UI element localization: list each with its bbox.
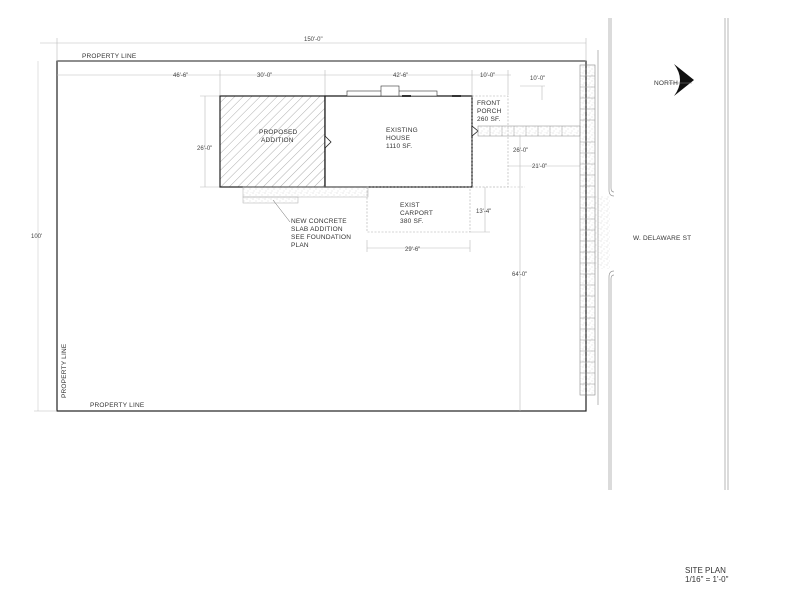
street-name-label: W. DELAWARE ST <box>633 235 691 242</box>
dim-walk-offset: 26'-0" <box>513 148 528 154</box>
drawing-scale: 1/16" = 1'-0" <box>685 575 729 584</box>
dim-overall-width: 150'-0" <box>304 37 323 43</box>
front-porch-label-2: PORCH <box>477 108 502 115</box>
carport-label: EXIST <box>400 202 420 209</box>
proposed-addition <box>219 95 326 188</box>
dim-house-depth: 26'-0" <box>197 146 212 152</box>
property-line-left-label: PROPERTY LINE <box>61 343 68 398</box>
carport-label-2: CARPORT <box>400 210 433 217</box>
dim-carport-depth: 13'-4" <box>476 209 491 215</box>
existing-house-area: 1110 SF. <box>386 143 412 150</box>
sidewalk-joints <box>580 75 595 385</box>
existing-carport <box>366 186 471 233</box>
front-walk <box>477 125 581 137</box>
existing-house-label-2: HOUSE <box>386 135 411 142</box>
dim-overall-depth: 100' <box>31 234 42 240</box>
dim-front-setback: 21'-0" <box>532 164 547 170</box>
slab-note-line-2: SLAB ADDITION <box>291 226 343 233</box>
proposed-addition-label: PROPOSED <box>259 129 298 136</box>
dim-carport-width: 29'-6" <box>405 247 420 253</box>
dim-house-width: 42'-6" <box>393 73 408 79</box>
street-curbs <box>597 18 729 490</box>
front-porch-area: 260 SF. <box>477 116 500 123</box>
north-arrow-icon <box>668 64 694 96</box>
dim-addition-width: 30'-0" <box>257 73 272 79</box>
slab-note-line-4: PLAN <box>291 242 309 249</box>
carport-area: 380 SF. <box>400 218 423 225</box>
property-line-top-label: PROPERTY LINE <box>82 53 137 60</box>
existing-house <box>324 95 473 188</box>
driveway-apron <box>595 196 610 269</box>
property-line-bottom-label: PROPERTY LINE <box>90 402 145 409</box>
dim-rear-setback: 64'-0" <box>512 272 527 278</box>
slab-note-line-3: SEE FOUNDATION <box>291 234 351 241</box>
dim-porch-width: 10'-0" <box>480 73 495 79</box>
front-porch-label: FRONT <box>477 100 500 107</box>
new-concrete-slab <box>242 186 369 198</box>
existing-house-label: EXISTING <box>386 127 418 134</box>
north-label: NORTH <box>654 80 678 87</box>
drawing-title: SITE PLAN <box>685 566 726 575</box>
dim-porch-setback: 10'-0" <box>530 76 545 82</box>
dim-setback-left: 46'-6" <box>173 73 188 79</box>
slab-note-line-1: NEW CONCRETE <box>291 218 347 225</box>
proposed-addition-label-2: ADDITION <box>261 137 294 144</box>
